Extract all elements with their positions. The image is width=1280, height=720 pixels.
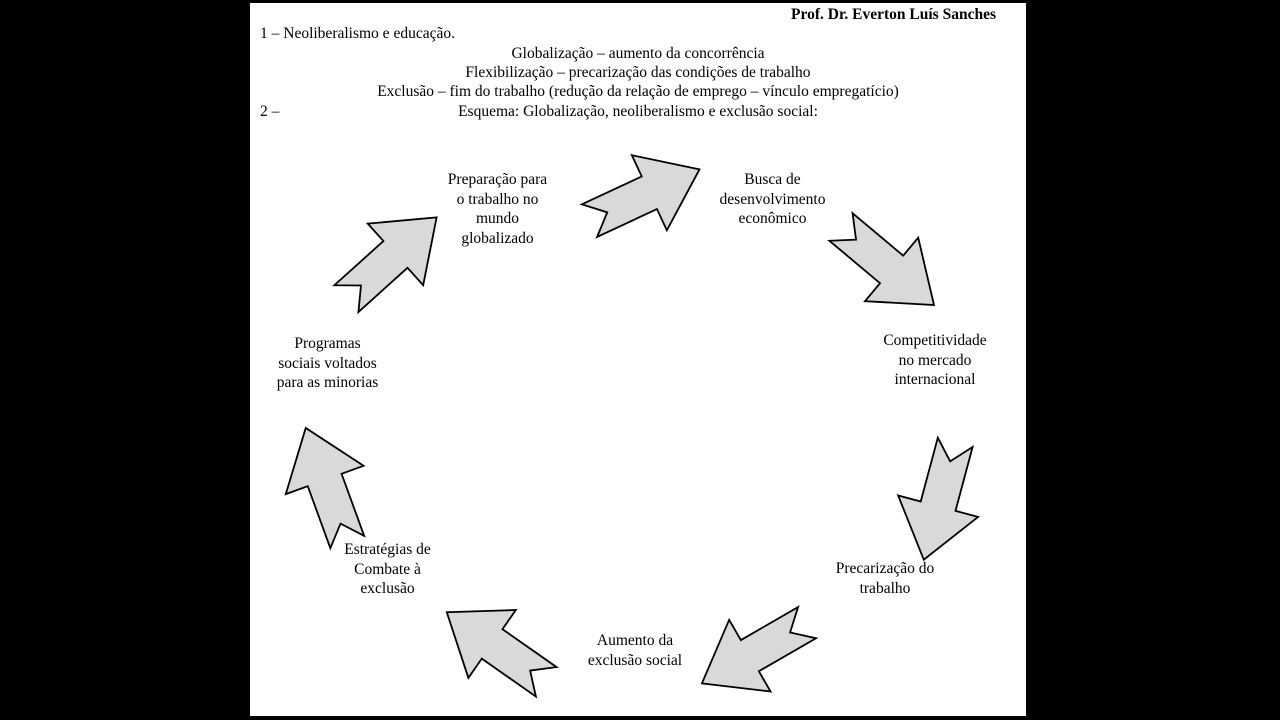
block-arrow-icon-precarizacao-to-aumento — [678, 583, 831, 720]
block-arrow-icon-competitividade-to-precarizacao — [880, 429, 999, 573]
block-arrow-icon-aumento-to-estrategias — [419, 574, 573, 719]
cycle-node-competitividade: Competitividade no mercado internacional — [883, 332, 987, 388]
cycle-node-estrategias-combate: Estratégias de Combate à exclusão — [344, 541, 431, 597]
block-arrow-icon-preparacao-to-busca — [569, 128, 720, 262]
block-arrow-icon-programas-to-preparacao — [315, 183, 468, 334]
block-arrow-icon-estrategias-to-programas — [263, 411, 390, 559]
cycle-node-aumento-exclusao: Aumento da exclusão social — [587, 632, 683, 669]
esquema-title: Esquema: Globalização, neoliberalismo e … — [458, 103, 818, 120]
globalizacao-line: Globalização – aumento da concorrência — [511, 45, 765, 62]
professor-name: Prof. Dr. Everton Luís Sanches — [791, 6, 996, 23]
topic-2-prefix: 2 – — [260, 103, 280, 120]
cycle-node-precarizacao: Precarização do trabalho — [835, 560, 935, 597]
exclusao-line: Exclusão – fim do trabalho (redução da r… — [377, 83, 899, 100]
topic-1-line: 1 – Neoliberalismo e educação. — [260, 25, 455, 42]
flexibilizacao-line: Flexibilização – precarização das condiç… — [465, 64, 811, 81]
block-arrow-icon-busca-to-competitividade — [811, 191, 965, 340]
cycle-node-busca-desenvolvimento: Busca de desenvolvimento econômico — [719, 171, 826, 227]
cycle-node-preparacao-trabalho: Preparação para o trabalho no mundo glob… — [447, 171, 548, 247]
cycle-node-programas-sociais: Programas sociais voltados para as minor… — [276, 335, 379, 391]
slide-page: Prof. Dr. Everton Luís Sanches 1 – Neoli… — [250, 0, 1026, 720]
